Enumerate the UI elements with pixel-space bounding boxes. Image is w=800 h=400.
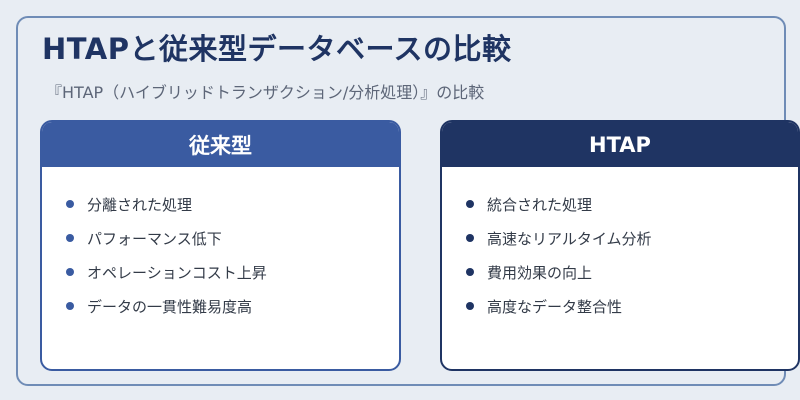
page-title: HTAPと従来型データベースの比較 <box>42 32 512 66</box>
list-item-label: 高度なデータ整合性 <box>487 297 623 316</box>
traditional-card: 従来型 分離された処理 パフォーマンス低下 オペレーションコスト上昇 データの一… <box>40 120 401 371</box>
bullet-icon <box>66 268 74 276</box>
list-item: 統合された処理 <box>466 187 798 221</box>
list-item-label: 分離された処理 <box>87 195 193 214</box>
list-item-label: 費用効果の向上 <box>487 263 593 282</box>
bullet-icon <box>466 302 474 310</box>
list-item: オペレーションコスト上昇 <box>66 255 399 289</box>
page-subtitle: 『HTAP（ハイブリッドトランザクション/分析処理）』の比較 <box>46 83 485 102</box>
list-item: 高度なデータ整合性 <box>466 289 798 323</box>
list-item: 分離された処理 <box>66 187 399 221</box>
bullet-icon <box>66 302 74 310</box>
list-item-label: パフォーマンス低下 <box>87 229 222 248</box>
list-item: パフォーマンス低下 <box>66 221 399 255</box>
htap-card-header: HTAP <box>442 122 798 167</box>
list-item: データの一貫性難易度高 <box>66 289 399 323</box>
htap-card: HTAP 統合された処理 高速なリアルタイム分析 費用効果の向上 高度なデータ整… <box>440 120 800 371</box>
list-item-label: 統合された処理 <box>487 195 593 214</box>
bullet-icon <box>466 234 474 242</box>
list-item-label: オペレーションコスト上昇 <box>87 263 267 282</box>
htap-item-list: 統合された処理 高速なリアルタイム分析 費用効果の向上 高度なデータ整合性 <box>442 167 798 323</box>
traditional-card-header: 従来型 <box>42 122 399 167</box>
list-item-label: 高速なリアルタイム分析 <box>487 229 652 248</box>
list-item: 高速なリアルタイム分析 <box>466 221 798 255</box>
list-item-label: データの一貫性難易度高 <box>87 297 253 316</box>
bullet-icon <box>66 234 74 242</box>
traditional-item-list: 分離された処理 パフォーマンス低下 オペレーションコスト上昇 データの一貫性難易… <box>42 167 399 323</box>
list-item: 費用効果の向上 <box>466 255 798 289</box>
bullet-icon <box>466 200 474 208</box>
bullet-icon <box>466 268 474 276</box>
bullet-icon <box>66 200 74 208</box>
